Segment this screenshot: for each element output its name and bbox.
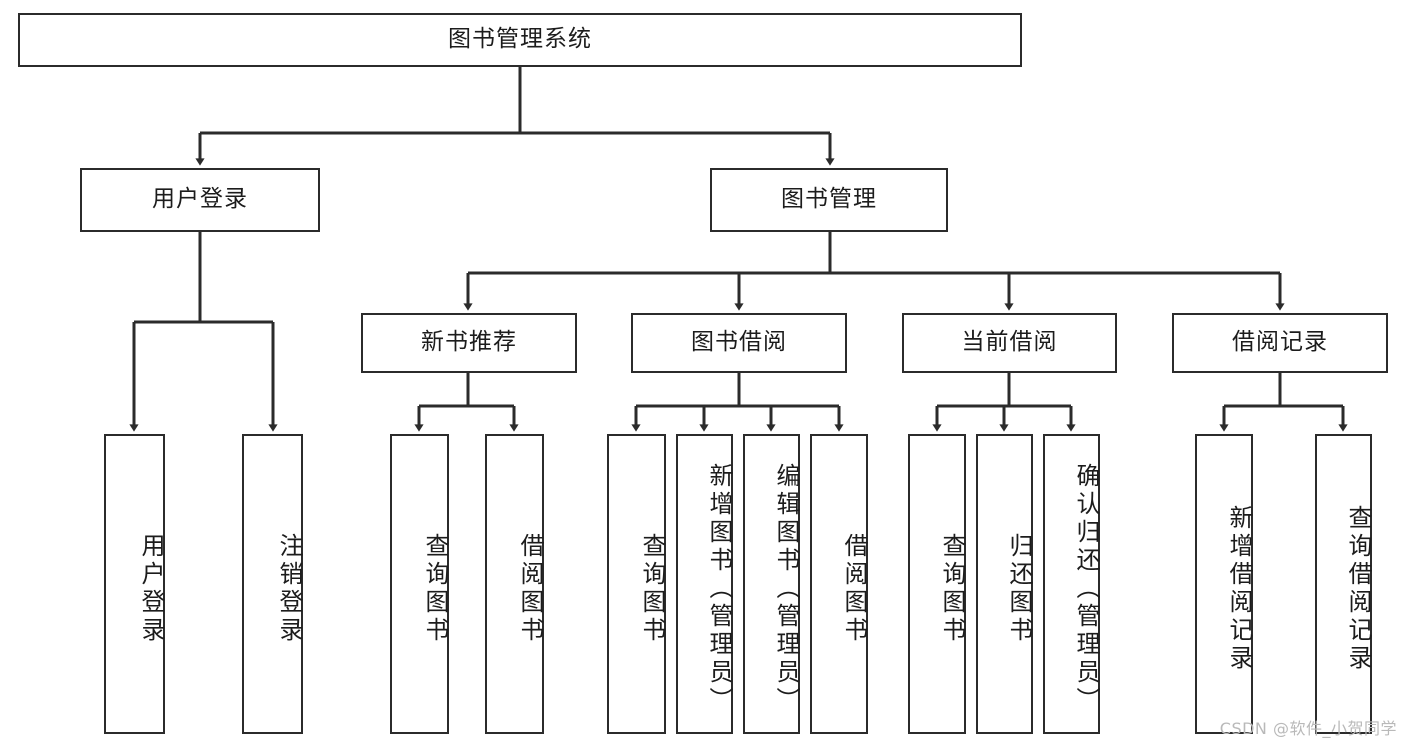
node-borrow-record[interactable]: 借阅记录 bbox=[1172, 313, 1388, 373]
node-book-management[interactable]: 图书管理 bbox=[710, 168, 948, 232]
node-current-borrow[interactable]: 当前借阅 bbox=[902, 313, 1117, 373]
leaf-add-book-admin[interactable]: 新增图书（管理员） bbox=[676, 434, 733, 734]
leaf-add-borrow-record[interactable]: 新增借阅记录 bbox=[1195, 434, 1253, 734]
leaf-query-book-newbook[interactable]: 查询图书 bbox=[390, 434, 449, 734]
node-user-login[interactable]: 用户登录 bbox=[80, 168, 320, 232]
leaf-query-book-borrow[interactable]: 查询图书 bbox=[607, 434, 666, 734]
node-root-system[interactable]: 图书管理系统 bbox=[18, 13, 1022, 67]
leaf-borrow-book-borrow[interactable]: 借阅图书 bbox=[810, 434, 868, 734]
leaf-query-book-current[interactable]: 查询图书 bbox=[908, 434, 966, 734]
node-new-book-recommend[interactable]: 新书推荐 bbox=[361, 313, 577, 373]
leaf-user-login[interactable]: 用户登录 bbox=[104, 434, 165, 734]
leaf-confirm-return-admin[interactable]: 确认归还（管理员） bbox=[1043, 434, 1100, 734]
leaf-edit-book-admin[interactable]: 编辑图书（管理员） bbox=[743, 434, 800, 734]
leaf-logout-login[interactable]: 注销登录 bbox=[242, 434, 303, 734]
leaf-query-borrow-record[interactable]: 查询借阅记录 bbox=[1315, 434, 1372, 734]
leaf-return-book[interactable]: 归还图书 bbox=[976, 434, 1033, 734]
node-book-borrow[interactable]: 图书借阅 bbox=[631, 313, 847, 373]
leaf-borrow-book-newbook[interactable]: 借阅图书 bbox=[485, 434, 544, 734]
